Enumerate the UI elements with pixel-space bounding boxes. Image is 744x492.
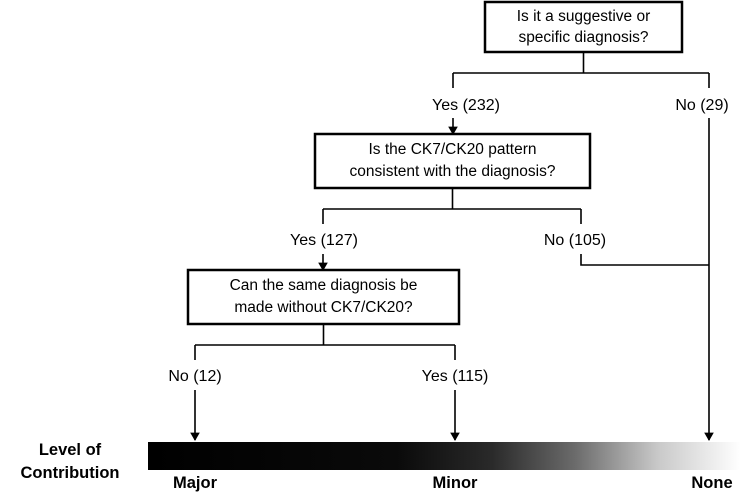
decision-node-q1: Is it a suggestive or specific diagnosis…	[483, 0, 684, 54]
scale-caption: Level of Contribution	[21, 441, 120, 482]
decision-node-q3-line1: Can the same diagnosis be	[230, 277, 418, 294]
decision-node-q1-box	[483, 0, 684, 54]
decision-node-q3-line2: made without CK7/CK20?	[234, 299, 413, 316]
edge-label-q2-no: No (105)	[544, 232, 606, 249]
connector-q1-split	[452, 52, 710, 88]
contribution-scale: Major Minor None	[148, 442, 741, 492]
contribution-gradient-bar	[148, 442, 741, 470]
connector-q2no-trunk	[580, 254, 709, 266]
connector-q3-split	[194, 324, 456, 360]
edge-label-q3-no: No (12)	[168, 368, 221, 385]
scale-caption-line2: Contribution	[21, 464, 120, 482]
scale-tick-none: None	[691, 474, 732, 492]
decision-node-q2-line1: Is the CK7/CK20 pattern	[368, 141, 536, 158]
decision-node-q1-line1: Is it a suggestive or	[517, 8, 651, 25]
edge-label-q2-yes: Yes (127)	[290, 232, 358, 249]
decision-node-q3-box	[186, 268, 461, 326]
decision-node-q1-line2: specific diagnosis?	[518, 29, 648, 46]
scale-caption-line1: Level of	[39, 441, 102, 459]
decision-node-q2-box	[313, 132, 592, 190]
decision-node-q2-line2: consistent with the diagnosis?	[350, 163, 556, 180]
edge-label-q1-no: No (29)	[675, 97, 728, 114]
decision-node-q3: Can the same diagnosis be made without C…	[186, 268, 461, 326]
scale-tick-minor: Minor	[433, 474, 478, 492]
edge-label-q3-yes: Yes (115)	[422, 368, 489, 385]
decision-node-q2: Is the CK7/CK20 pattern consistent with …	[313, 132, 592, 190]
scale-tick-major: Major	[173, 474, 218, 492]
connector-q2-split	[322, 188, 582, 224]
edge-label-q1-yes: Yes (232)	[432, 97, 500, 114]
